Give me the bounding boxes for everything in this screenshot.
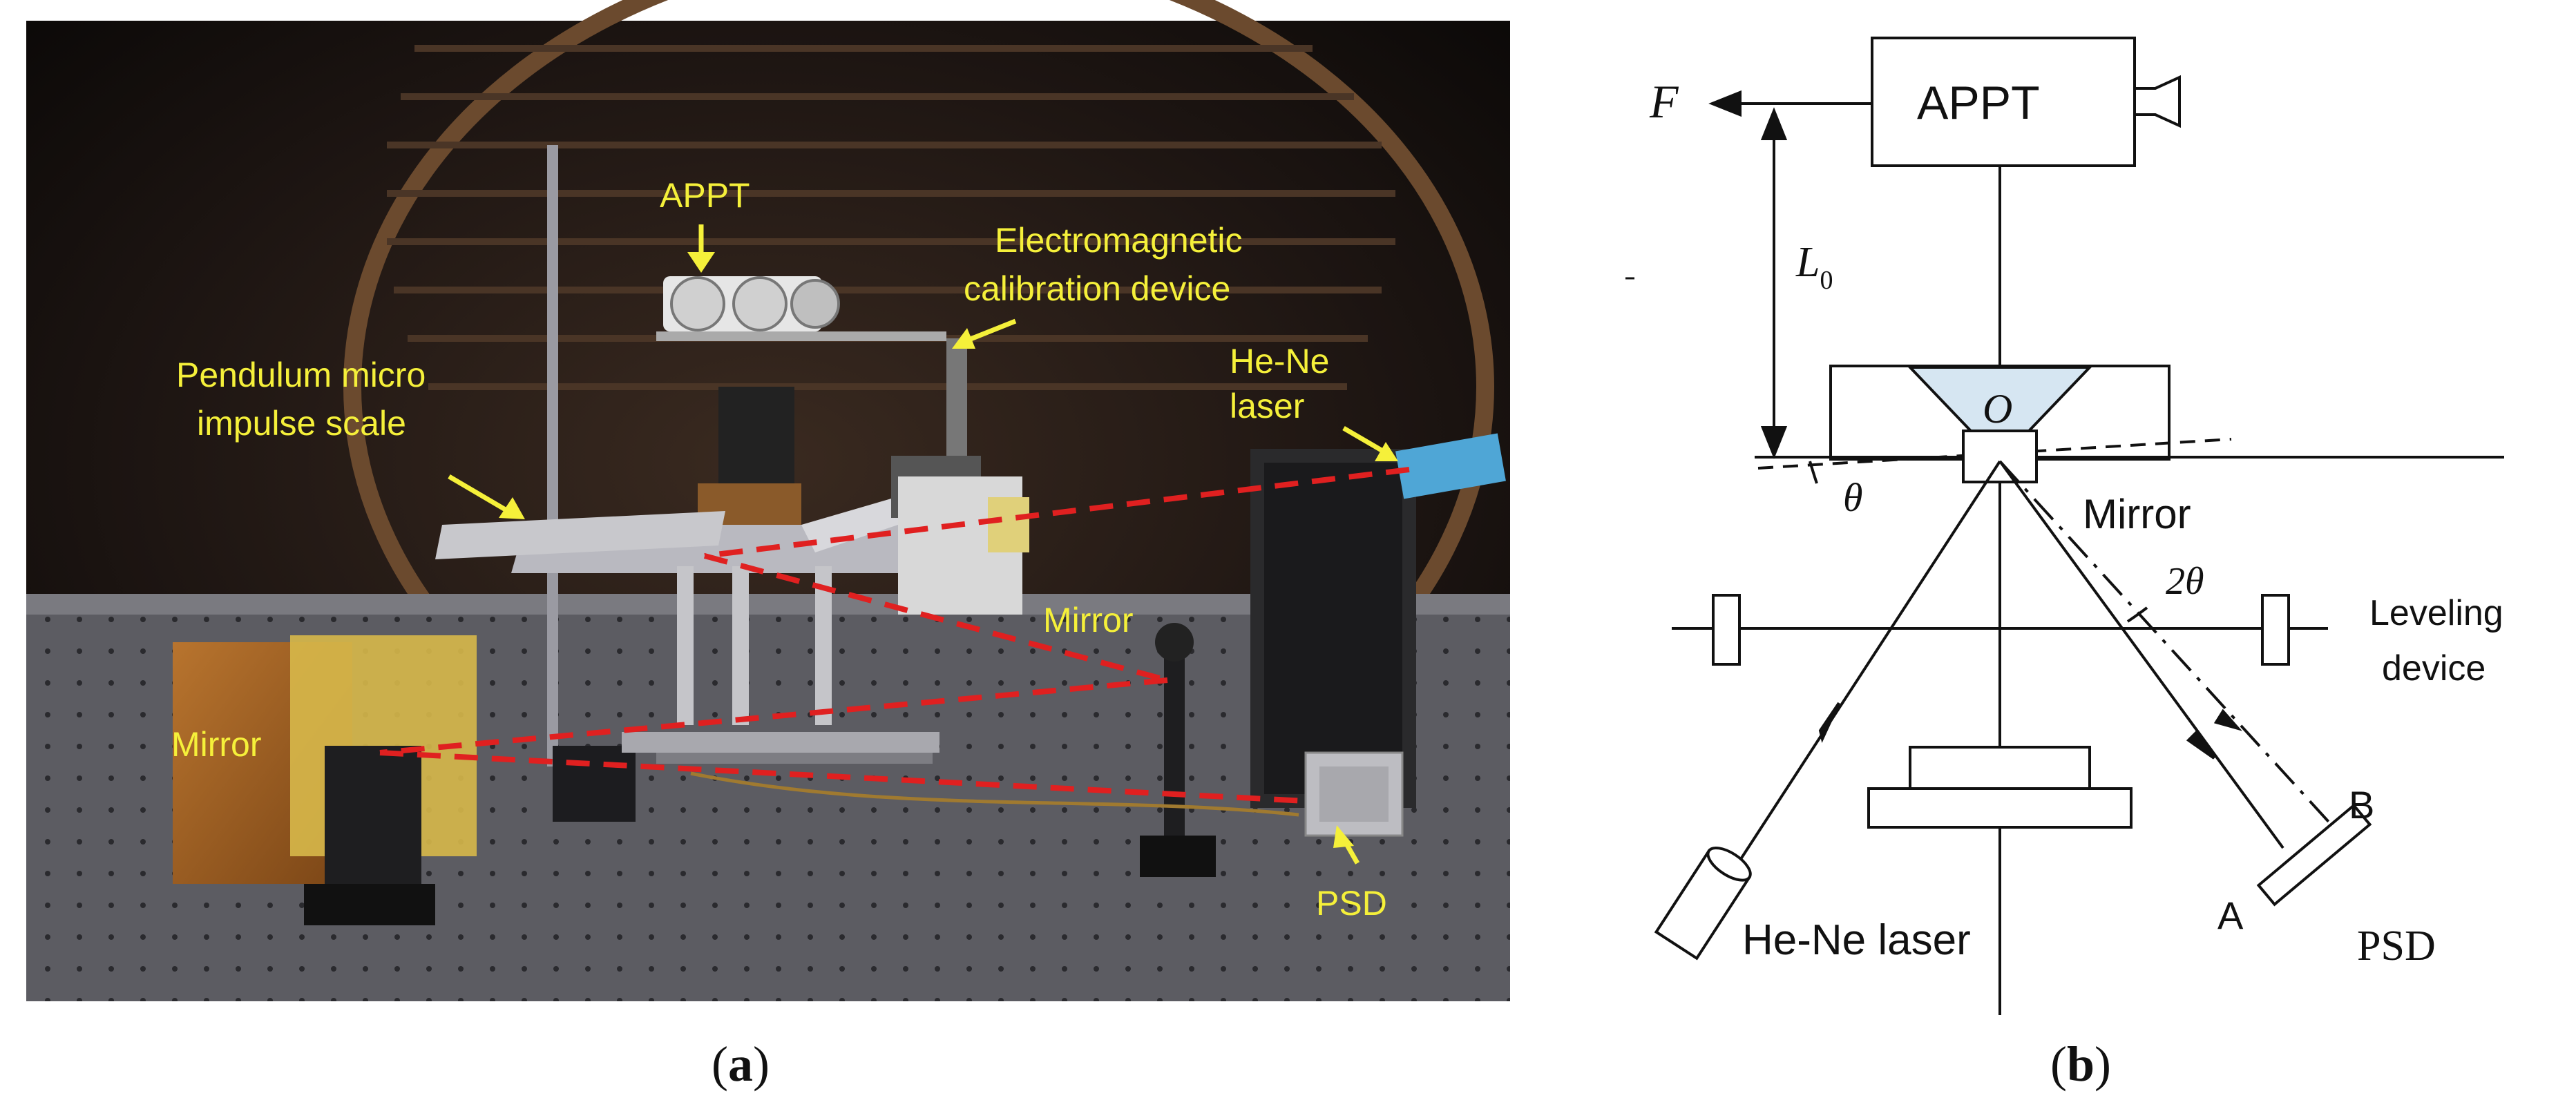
- reflected-arrowhead: [2186, 729, 2215, 760]
- caption-b-letter: b: [2067, 1036, 2095, 1092]
- theta-arc: [1809, 461, 1818, 484]
- label-force: F: [1649, 75, 1679, 128]
- caption-b: (b): [2050, 1036, 2111, 1092]
- label-hene-line2: laser: [1230, 387, 1304, 425]
- appt-nozzle: [2135, 75, 2181, 128]
- appt-box: [1871, 37, 2136, 167]
- svg-text:(b): (b): [2050, 1036, 2111, 1092]
- label-point-a: A: [2217, 894, 2244, 937]
- two-theta-arc: [2126, 606, 2148, 623]
- label-electromagnetic-line2: calibration device: [964, 269, 1230, 308]
- label-electromagnetic-line1: Electromagnetic: [995, 221, 1243, 260]
- leveling-right-block: [2261, 594, 2290, 666]
- label-point-b: B: [2349, 783, 2374, 827]
- psd-box: [1304, 751, 1404, 837]
- knife-edge-pivot: [1907, 366, 2093, 463]
- stand-base: [553, 746, 636, 822]
- label-mirror: Mirror: [2083, 491, 2191, 537]
- label-arrows: [448, 224, 1398, 865]
- label-appt: APPT: [660, 176, 750, 215]
- leveling-left-block: [1712, 594, 1741, 666]
- label-pivot: O: [1983, 386, 2012, 432]
- label-theta: θ: [1843, 475, 1863, 520]
- laser-beam-path: [379, 467, 1410, 804]
- label-two-theta: 2θ: [2166, 560, 2204, 603]
- reflected-beam-b: [1998, 460, 2336, 830]
- label-psd-diagram: PSD: [2357, 923, 2436, 970]
- hene-laser-cylinder: [1654, 846, 1752, 961]
- laser-tower: [1250, 449, 1416, 808]
- base-lower: [1867, 787, 2133, 829]
- panel-b-diagram: [1625, 37, 2504, 1015]
- label-psd: PSD: [1316, 884, 1387, 923]
- mirror-mount-right: [1140, 623, 1216, 877]
- label-mirror-left: Mirror: [171, 725, 262, 764]
- caption-a-letter: a: [728, 1036, 753, 1092]
- label-appt-box: APPT: [1917, 77, 2040, 129]
- base-upper: [1909, 746, 2091, 790]
- label-pendulum-line1: Pendulum micro: [176, 356, 426, 394]
- appt-thruster: [656, 276, 946, 341]
- stand-rod: [547, 145, 558, 766]
- mirror-plate-left: [173, 635, 477, 925]
- incident-beam: [1719, 460, 2001, 892]
- psd-detector: [2256, 803, 2372, 907]
- label-leveling-line2: device: [2382, 648, 2486, 688]
- fiber-cable: [690, 771, 1299, 817]
- label-mirror-right: Mirror: [1043, 601, 1134, 639]
- pendulum-structure: [435, 387, 981, 764]
- label-leveling-line1: Leveling: [2369, 593, 2503, 633]
- label-pendulum-line2: impulse scale: [197, 404, 406, 443]
- svg-text:(a): (a): [712, 1036, 770, 1092]
- beam-b-arrowhead: [2213, 708, 2242, 731]
- panel-a-photo: APPT Electromagnetic calibration device …: [26, 0, 1510, 1001]
- label-hene-laser: He-Ne laser: [1742, 916, 1971, 964]
- label-length: L0: [1795, 239, 1833, 295]
- label-hene-line1: He-Ne: [1230, 342, 1329, 380]
- reflected-beam-a: [1998, 460, 2284, 849]
- caption-a: (a): [712, 1036, 770, 1092]
- mirror-box: [1962, 430, 2038, 483]
- calibration-device: [891, 338, 1029, 615]
- incident-arrowhead: [1818, 702, 1840, 743]
- hene-laser-block: [1395, 433, 1506, 499]
